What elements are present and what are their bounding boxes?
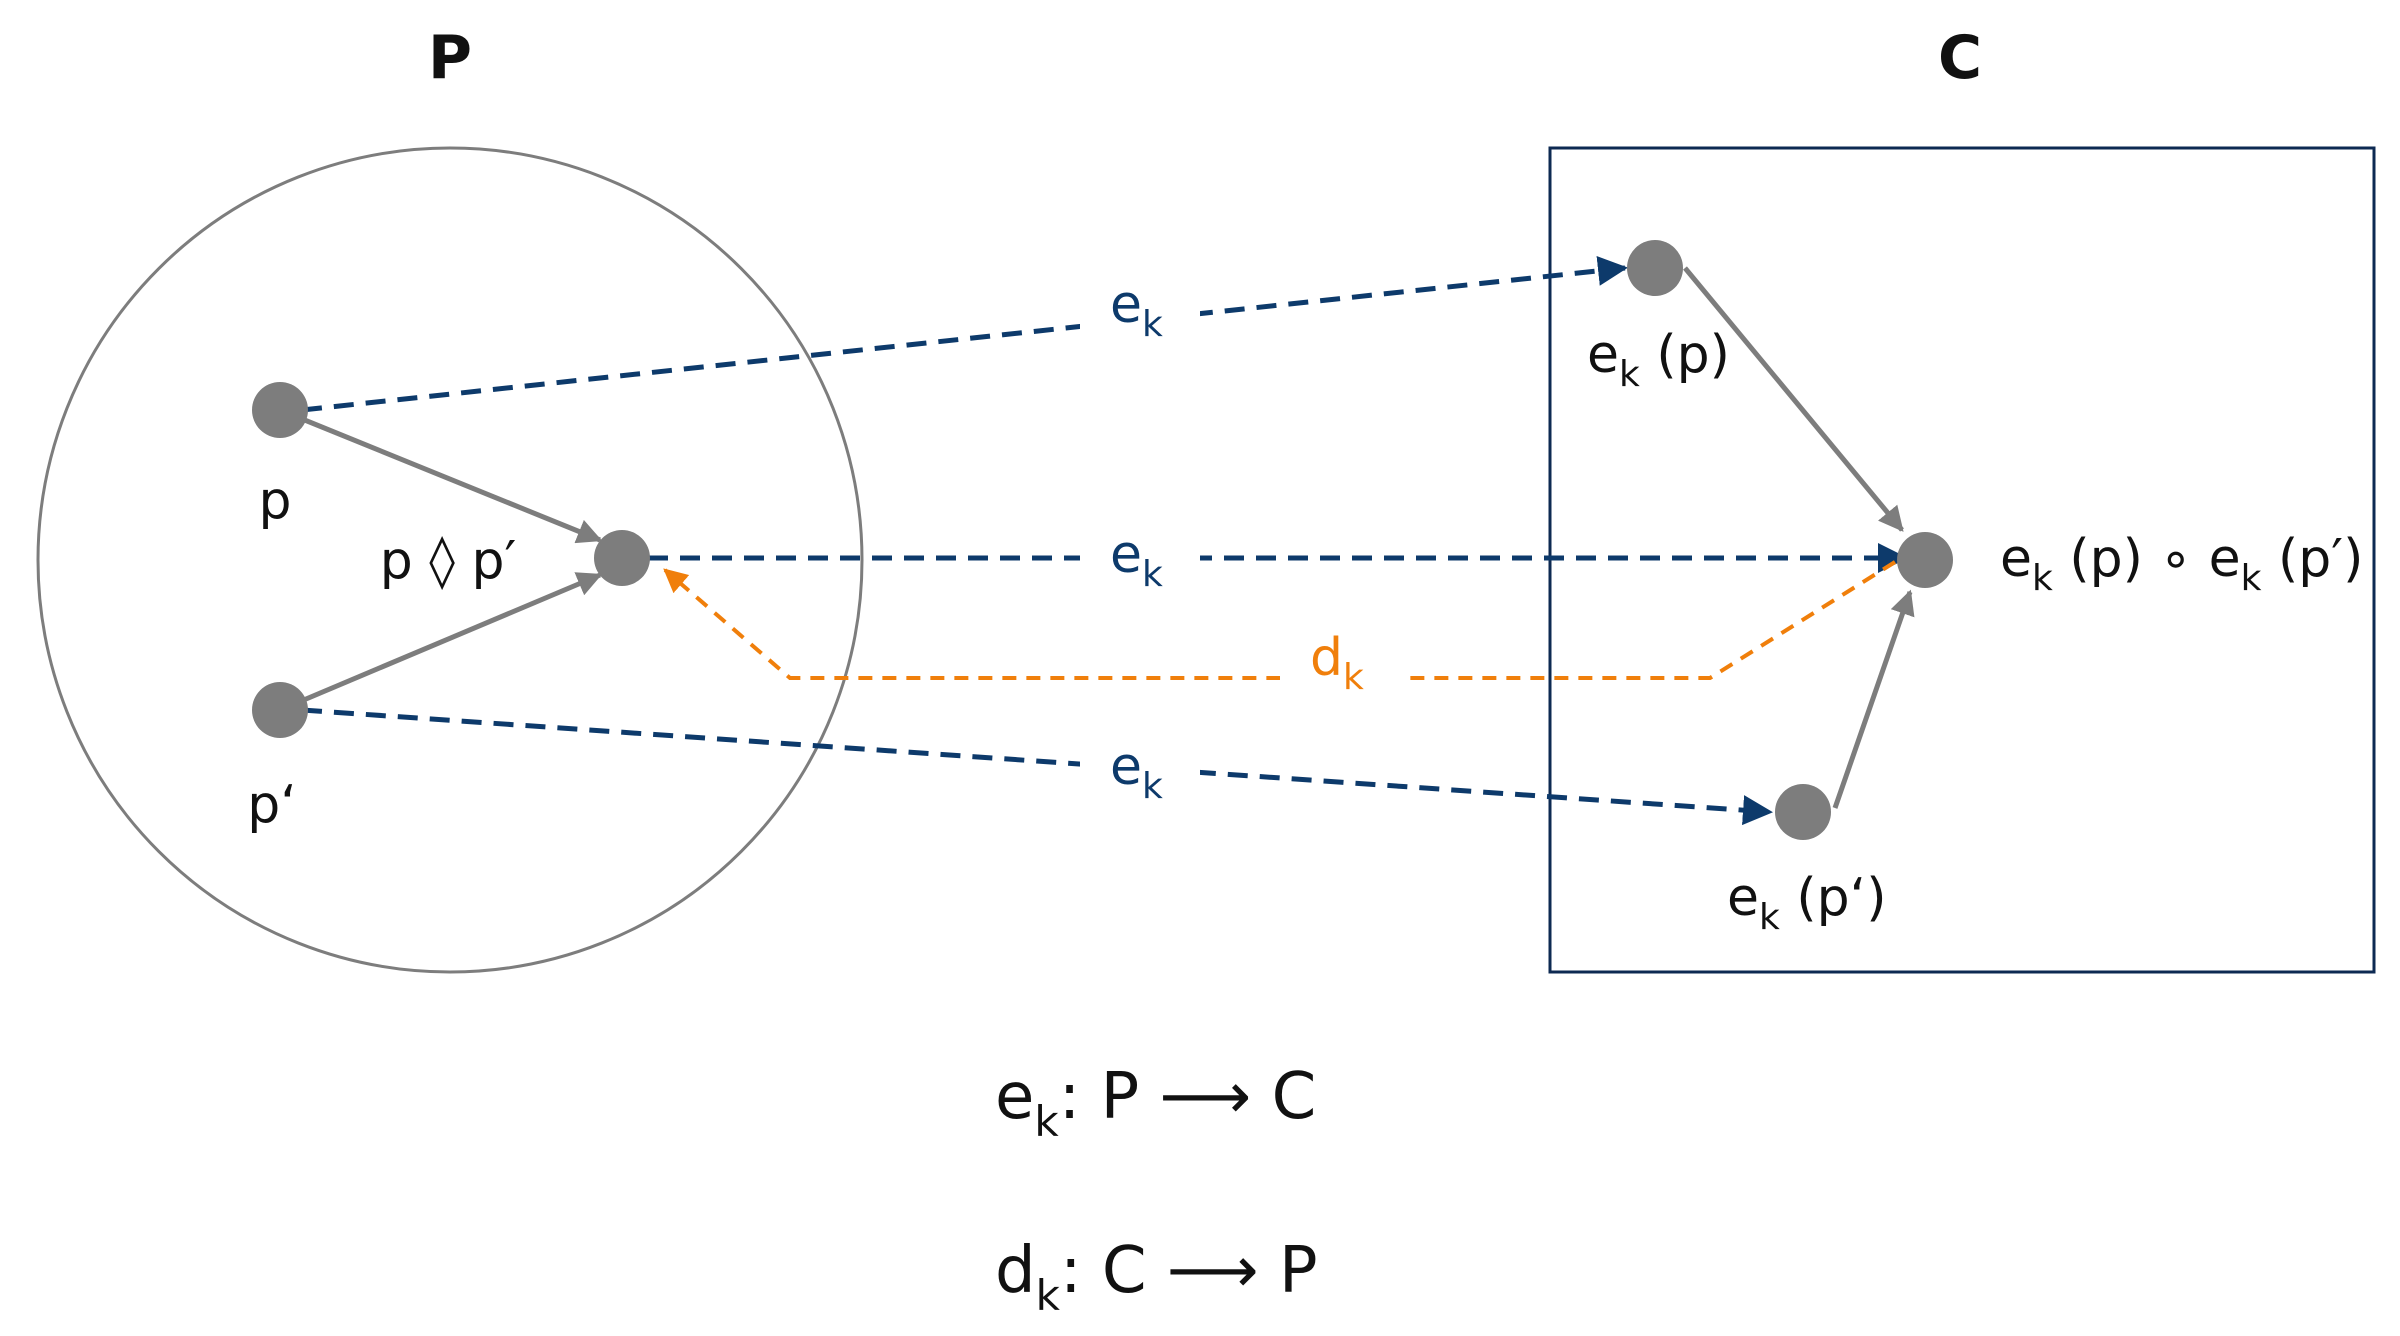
decryption-arrow <box>663 560 1897 680</box>
node-p-prime <box>252 682 308 738</box>
edge-label-enc-mid: ek <box>1110 525 1163 595</box>
arrow-ekpprime-to-combined <box>1832 589 1915 809</box>
node-p-combined <box>594 530 650 586</box>
node-ek-combined <box>1897 532 1953 588</box>
formula-encryption: ek: P ⟶ C <box>995 1060 1316 1146</box>
label-p-prime: p‘ <box>247 775 297 835</box>
arrow-p-to-combined <box>279 407 603 544</box>
label-ek-p: ek (p) <box>1587 325 1730 395</box>
node-ek-p <box>1627 240 1683 296</box>
label-gap-dec <box>1280 640 1410 715</box>
formula-decryption: dk: C ⟶ P <box>995 1234 1318 1320</box>
edge-label-enc-bottom: ek <box>1110 737 1163 807</box>
plaintext-set-title: P <box>428 23 472 93</box>
edge-label-dec: dk <box>1310 628 1364 698</box>
node-p <box>252 382 308 438</box>
node-ek-p-prime <box>1775 784 1831 840</box>
label-p-combined: p ◊ p′ <box>380 531 517 591</box>
edge-label-enc-top: ek <box>1110 275 1163 345</box>
encryption-arrow-top <box>301 255 1628 413</box>
label-gap-enc-bottom <box>1080 730 1200 800</box>
label-gap-enc-mid <box>1080 520 1200 595</box>
encryption-arrow-bottom <box>301 707 1773 826</box>
label-ek-combined: ek (p) ∘ ek (p′) <box>2000 529 2363 599</box>
label-ek-p-prime: ek (p‘) <box>1727 868 1887 938</box>
arrow-ekp-to-combined <box>1683 266 1904 532</box>
label-p: p <box>258 471 291 531</box>
plaintext-space-circle <box>36 146 864 974</box>
ciphertext-set-title: C <box>1938 23 1982 93</box>
label-gap-enc-top <box>1080 270 1200 340</box>
arrow-pprime-to-combined <box>279 572 603 713</box>
